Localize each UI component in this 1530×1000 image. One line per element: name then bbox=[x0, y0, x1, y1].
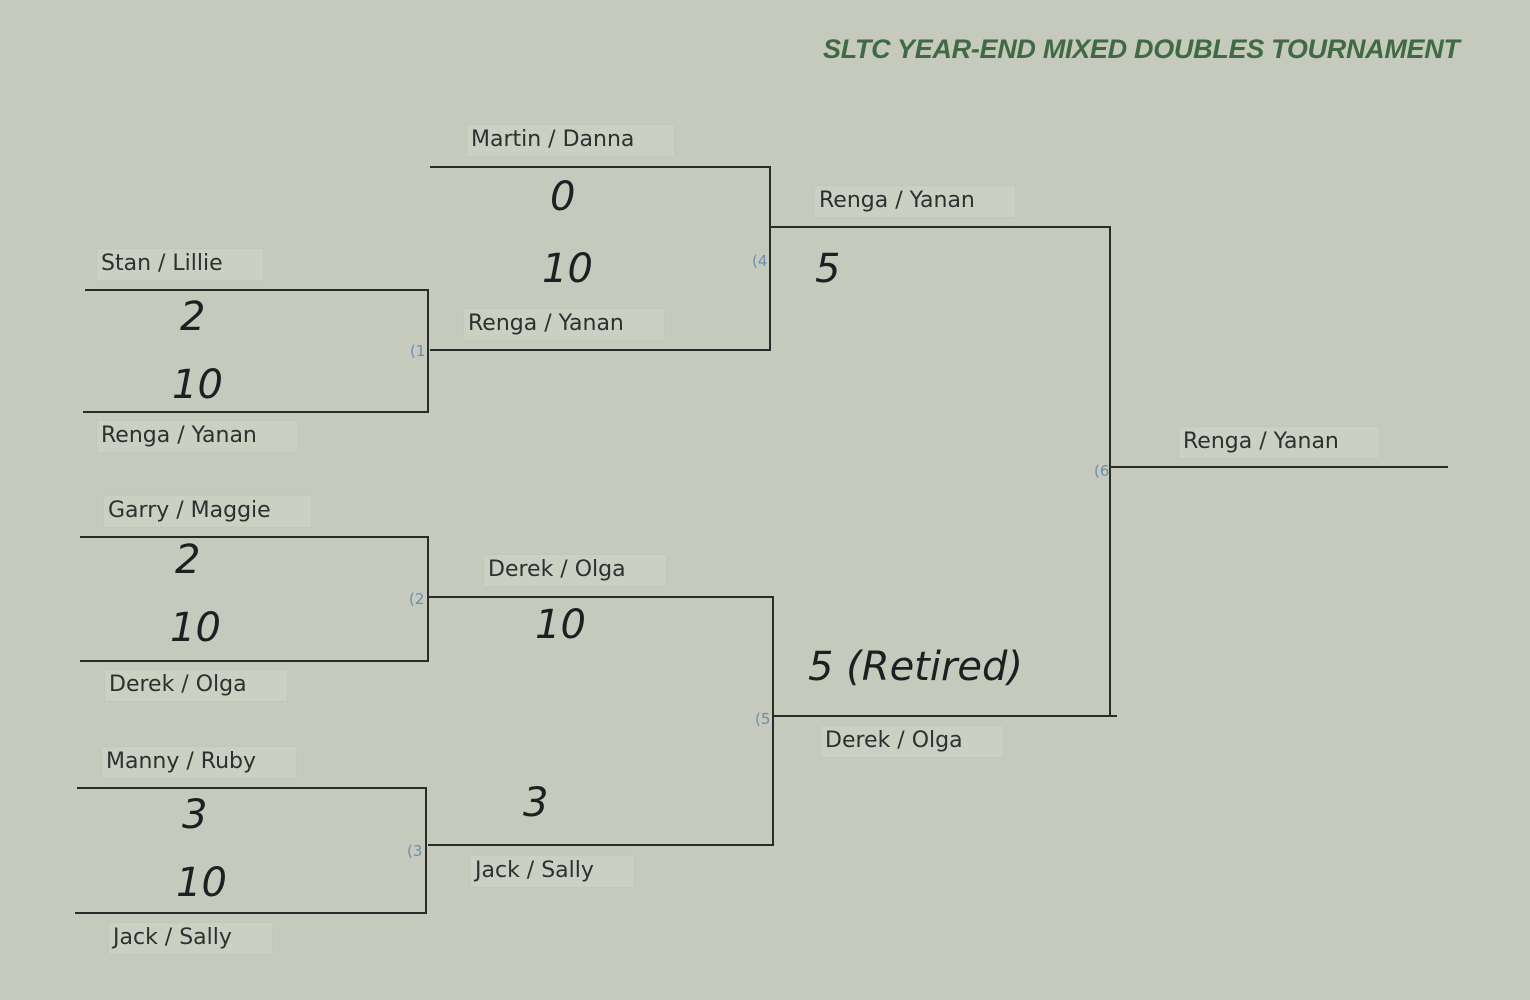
team-name: Martin / Danna bbox=[466, 124, 676, 157]
score: 10 bbox=[176, 860, 227, 906]
bracket-line bbox=[428, 596, 774, 598]
match-number: (5 bbox=[755, 710, 771, 728]
bracket-line bbox=[428, 844, 774, 846]
score: 3 bbox=[182, 792, 208, 838]
bracket-line bbox=[77, 787, 427, 789]
score: 2 bbox=[180, 294, 206, 340]
team-name: Manny / Ruby bbox=[101, 746, 297, 779]
bracket-line bbox=[83, 411, 429, 413]
match-number: (4 bbox=[752, 252, 768, 270]
winner-name: Renga / Yanan bbox=[1178, 426, 1380, 459]
score: 5 (Retired) bbox=[808, 644, 1024, 690]
score: 10 bbox=[172, 362, 223, 408]
team-name: Jack / Sally bbox=[108, 922, 273, 955]
team-name: Renga / Yanan bbox=[463, 308, 665, 341]
bracket-line bbox=[427, 289, 429, 413]
score: 5 bbox=[815, 246, 841, 292]
bracket-line bbox=[85, 289, 429, 291]
match-number: (3 bbox=[407, 842, 423, 860]
bracket-line bbox=[80, 536, 429, 538]
bracket-line bbox=[1110, 466, 1448, 468]
bracket-line bbox=[770, 226, 1111, 228]
bracket-line bbox=[80, 660, 429, 662]
score: 0 bbox=[550, 174, 576, 220]
team-name: Jack / Sally bbox=[470, 855, 635, 888]
score: 2 bbox=[175, 537, 201, 583]
bracket-line bbox=[772, 596, 774, 846]
bracket-line bbox=[773, 715, 1117, 717]
score: 3 bbox=[523, 780, 549, 826]
match-number: (2 bbox=[409, 590, 425, 608]
bracket-line bbox=[427, 536, 429, 662]
tournament-title: SLTC YEAR-END MIXED DOUBLES TOURNAMENT bbox=[823, 34, 1460, 64]
score: 10 bbox=[170, 605, 221, 651]
bracket-line bbox=[430, 349, 771, 351]
bracket-line bbox=[1109, 226, 1111, 717]
bracket-line bbox=[75, 912, 427, 914]
team-name: Derek / Olga bbox=[483, 554, 667, 587]
team-name: Stan / Lillie bbox=[96, 248, 264, 281]
team-name: Garry / Maggie bbox=[103, 495, 312, 528]
team-name: Renga / Yanan bbox=[96, 420, 298, 453]
score: 10 bbox=[542, 246, 593, 292]
bracket-line bbox=[769, 166, 771, 351]
team-name: Renga / Yanan bbox=[814, 185, 1016, 218]
bracket-line bbox=[430, 166, 771, 168]
bracket-line bbox=[425, 787, 427, 914]
team-name: Derek / Olga bbox=[820, 725, 1004, 758]
match-number: (1 bbox=[410, 342, 426, 360]
score: 10 bbox=[535, 602, 586, 648]
team-name: Derek / Olga bbox=[104, 669, 288, 702]
match-number: (6 bbox=[1094, 462, 1110, 480]
